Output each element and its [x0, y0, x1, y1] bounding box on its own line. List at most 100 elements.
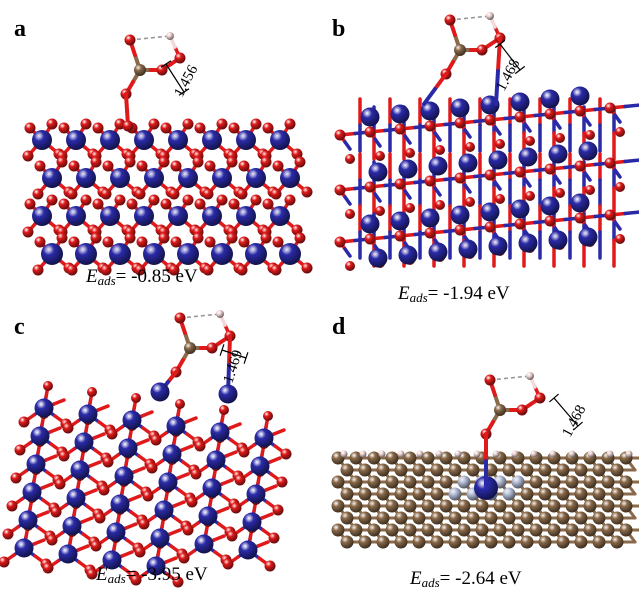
C-atom [583, 523, 597, 537]
bond [493, 180, 502, 191]
N-atom [398, 245, 418, 265]
C-atom [601, 475, 615, 489]
O-atom [90, 156, 102, 168]
O-atom [14, 444, 26, 456]
panel-b: b 1.468 Eads= -1.94 eV [320, 0, 639, 305]
bond [433, 186, 442, 197]
distance-tick [573, 421, 583, 431]
bond [76, 544, 90, 552]
N-atom [194, 534, 214, 554]
O-atom [98, 484, 110, 496]
O-atom [294, 156, 306, 168]
C-atom [349, 451, 363, 465]
C-atom [349, 475, 363, 489]
N-atom [250, 456, 270, 476]
O-atom [263, 411, 273, 421]
N-atom [279, 243, 301, 265]
C-atom [394, 487, 408, 501]
N-atom [102, 550, 122, 570]
N-atom [70, 460, 90, 480]
C-atom [331, 523, 345, 537]
hydrogen-bond-dash [179, 313, 221, 319]
C-atom [529, 499, 543, 513]
O-atom [604, 209, 616, 221]
bond [523, 177, 532, 188]
C-atom [331, 475, 345, 489]
N-atom [100, 130, 120, 150]
C-atom [421, 523, 435, 537]
bond [422, 87, 437, 106]
energy-symbol-d: E [410, 568, 422, 589]
energy-label-a: Eads= -0.85 eV [86, 266, 198, 289]
hydrogen-bond-dash [129, 35, 171, 41]
O-atom [454, 117, 466, 129]
C-atom [466, 511, 480, 525]
N-atom [211, 243, 233, 265]
O-atom [134, 546, 146, 558]
O-atom [206, 342, 218, 354]
O-atom [484, 169, 496, 181]
O-atom [22, 226, 34, 238]
O-atom [186, 496, 198, 508]
O-atom [574, 105, 586, 117]
bond [493, 125, 502, 136]
N-atom [428, 156, 448, 176]
O-atom [168, 264, 180, 276]
energy-value-a: = -0.85 eV [115, 266, 198, 287]
bond [583, 116, 592, 127]
O-atom [194, 440, 206, 452]
H-atom [166, 32, 174, 40]
O-atom [405, 148, 415, 158]
N-atom [146, 556, 166, 576]
O-atom [54, 478, 66, 490]
O-atom [90, 232, 102, 244]
distance-tick [243, 352, 249, 364]
bond [132, 466, 146, 474]
C-atom [610, 487, 624, 501]
N-atom [280, 168, 300, 188]
N-atom [58, 544, 78, 564]
N-atom [398, 159, 418, 179]
O-atom [270, 264, 282, 276]
bond [256, 540, 270, 548]
C-atom [547, 523, 561, 537]
C-atom [439, 523, 453, 537]
O-atom [238, 160, 250, 172]
N-atom [510, 199, 530, 219]
O-atom [146, 462, 158, 474]
C-atom [538, 463, 552, 477]
C-atom [394, 511, 408, 525]
bond [80, 516, 94, 524]
O-atom [124, 34, 136, 46]
O-atom [22, 150, 34, 162]
bond [343, 247, 352, 258]
H-atom [378, 450, 386, 458]
distance-tick [160, 60, 172, 68]
N-atom [578, 227, 598, 247]
N-atom [202, 130, 222, 150]
O-atom [94, 512, 106, 524]
bond [164, 556, 178, 564]
energy-label-d: Eads= -2.64 eV [410, 568, 522, 591]
H-atom [587, 450, 595, 458]
C-atom [592, 463, 606, 477]
C-atom [448, 511, 462, 525]
N-atom [42, 168, 62, 188]
N-atom [450, 205, 470, 225]
N-atom [41, 243, 63, 265]
H-atom [568, 450, 576, 458]
O-atom [454, 172, 466, 184]
C-atom [340, 535, 354, 549]
O-atom [238, 236, 250, 248]
distance-arrow [553, 397, 579, 427]
N-atom [238, 540, 258, 560]
O-atom [122, 120, 134, 132]
bond [613, 220, 622, 231]
H-atom [416, 450, 424, 458]
C-atom [439, 451, 453, 465]
N-atom [246, 168, 266, 188]
C-atom [376, 463, 390, 477]
O-atom [345, 154, 355, 164]
N-atom [245, 243, 267, 265]
O-atom [42, 562, 54, 574]
